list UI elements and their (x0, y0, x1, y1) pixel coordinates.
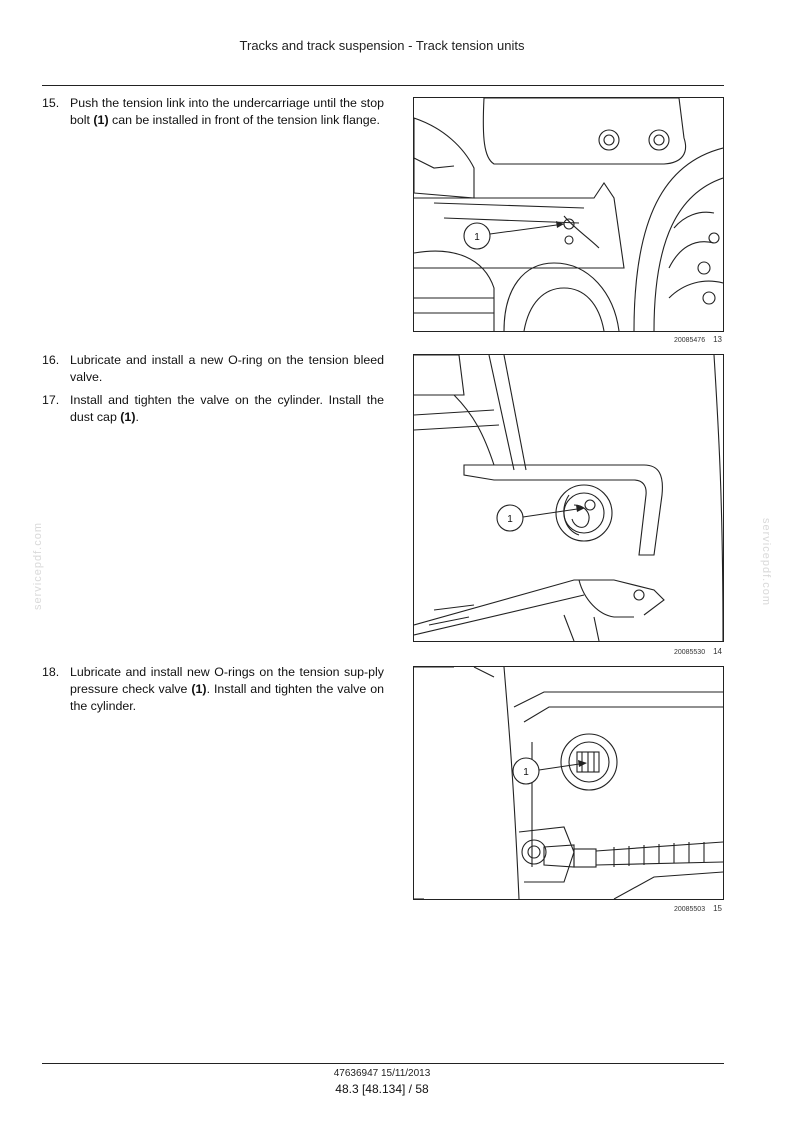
figure-14-caption: 20085530 14 (560, 647, 722, 656)
watermark-right: servicepdf.com (759, 518, 772, 606)
step-text: Lubricate and install a new O-ring on th… (70, 353, 384, 384)
header-rule (42, 85, 724, 86)
step-18: 18. Lubricate and install new O-rings on… (42, 664, 384, 715)
figure-15-image: 1 (413, 666, 724, 900)
figure-ref: 20085503 (673, 906, 706, 913)
step-16: 16. Lubricate and install a new O-ring o… (42, 352, 384, 386)
figure-number: 15 (713, 904, 722, 913)
footer-doc-ref: 47636947 15/11/2013 (333, 1068, 431, 1079)
page-header-title: Tracks and track suspension - Track tens… (239, 38, 525, 53)
step-number: 16. (42, 353, 60, 367)
figure-13-callout: 1 (474, 232, 480, 243)
step-text: Push the tension link into the undercarr… (70, 96, 384, 127)
figure-14-callout: 1 (507, 514, 513, 525)
step-number: 18. (42, 665, 60, 679)
footer-page-number: 48.3 [48.134] / 58 (335, 1082, 429, 1096)
figure-15-callout: 1 (523, 767, 529, 778)
figure-ref: 20085530 (673, 649, 706, 656)
step-number: 17. (42, 393, 60, 407)
figure-ref: 20085476 (673, 337, 706, 344)
watermark-left: servicepdf.com (31, 522, 44, 610)
figure-14-image: 1 (413, 354, 724, 642)
figure-13-caption: 20085476 13 (560, 335, 722, 344)
step-text: Lubricate and install new O-rings on the… (70, 665, 384, 713)
step-17: 17. Install and tighten the valve on the… (42, 392, 384, 426)
step-text: Install and tighten the valve on the cyl… (70, 393, 384, 424)
footer-rule (42, 1063, 724, 1064)
step-15: 15. Push the tension link into the under… (42, 95, 384, 129)
step-number: 15. (42, 96, 60, 110)
figure-13-image: 1 (413, 97, 724, 332)
figure-number: 14 (713, 647, 722, 656)
figure-number: 13 (713, 335, 722, 344)
figure-15-caption: 20085503 15 (560, 904, 722, 913)
